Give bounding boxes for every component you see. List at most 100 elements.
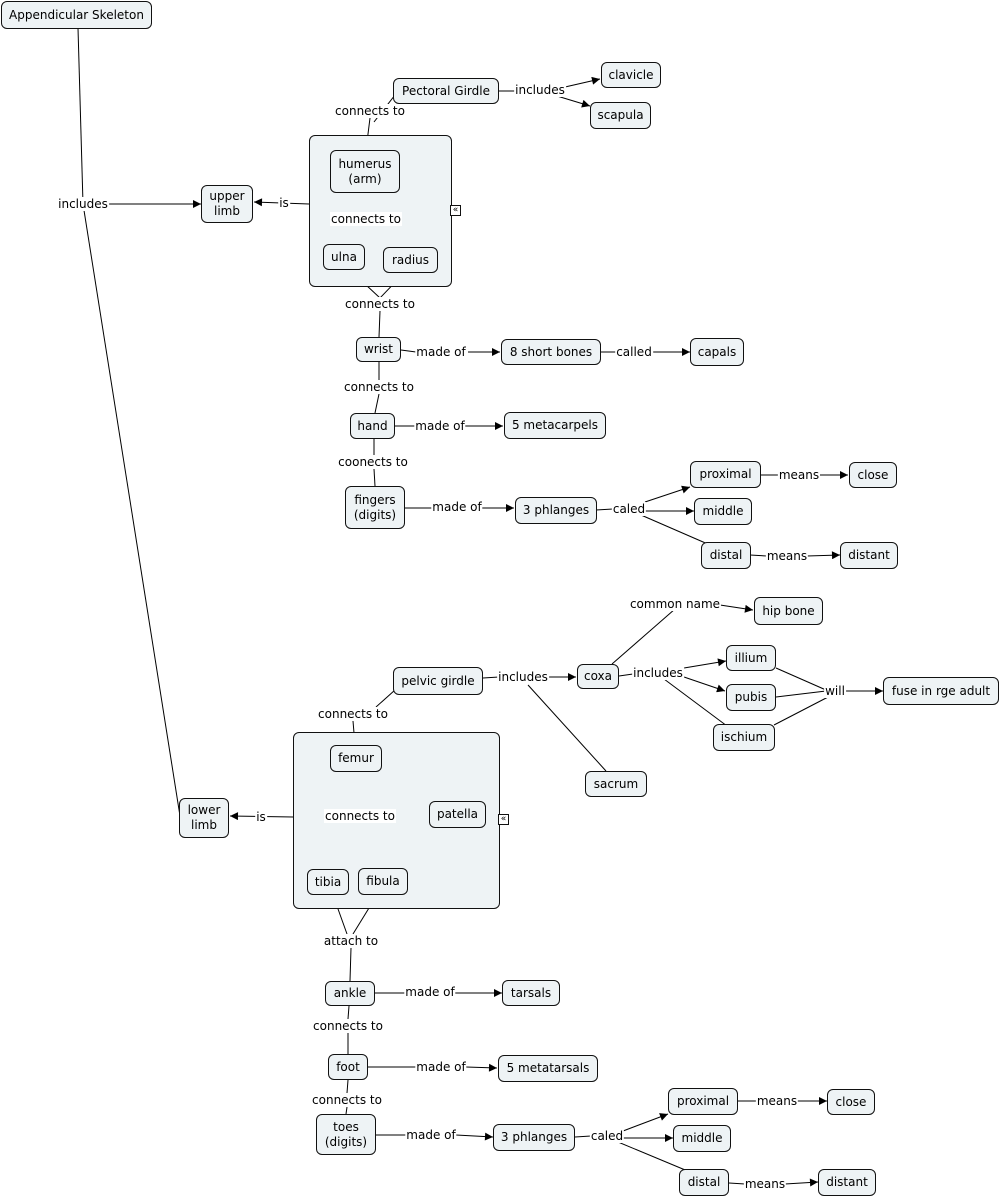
node-fibula[interactable]: fibula xyxy=(358,868,408,895)
link-made-of-ankle[interactable]: made of xyxy=(404,985,456,999)
node-hand[interactable]: hand xyxy=(350,413,395,439)
link-connects-pectoral[interactable]: connects to xyxy=(334,104,406,118)
line-includes-sacrum xyxy=(527,684,607,772)
collapse-icon[interactable]: « xyxy=(450,205,461,216)
line-coxa-commonname xyxy=(611,608,676,665)
link-made-of-wrist[interactable]: made of xyxy=(415,345,467,359)
link-caled-lower[interactable]: caled xyxy=(589,1129,625,1143)
link-is-lower[interactable]: is xyxy=(255,810,267,824)
link-connects-humerus[interactable]: connects to xyxy=(330,212,402,226)
node-distal-lower[interactable]: distal xyxy=(679,1169,729,1196)
node-sacrum[interactable]: sacrum xyxy=(585,771,647,797)
node-clavicle[interactable]: clavicle xyxy=(601,62,661,88)
node-radius[interactable]: radius xyxy=(383,247,438,273)
link-attach-to[interactable]: attach to xyxy=(322,934,380,948)
link-connects-ankle[interactable]: connects to xyxy=(312,1019,384,1033)
line-caled-distal xyxy=(640,514,711,546)
node-toes[interactable]: toes (digits) xyxy=(316,1114,376,1155)
node-femur[interactable]: femur xyxy=(330,745,382,772)
node-appendicular-skeleton[interactable]: Appendicular Skeleton xyxy=(1,1,152,29)
node-illium[interactable]: illium xyxy=(726,645,776,671)
collapse-icon[interactable]: « xyxy=(498,814,509,825)
node-tibia[interactable]: tibia xyxy=(307,869,349,895)
line-skeleton-includes xyxy=(77,27,84,205)
line-connects-wrist xyxy=(378,310,381,338)
node-3-phlanges-lower[interactable]: 3 phlanges xyxy=(493,1124,575,1151)
arrow-means-distant-lower xyxy=(784,1178,819,1187)
link-connects-hand[interactable]: connects to xyxy=(343,380,415,394)
node-hip-bone[interactable]: hip bone xyxy=(754,597,823,625)
line-pelvic-includes xyxy=(482,676,500,679)
node-humerus[interactable]: humerus (arm) xyxy=(330,150,400,193)
node-upper-limb[interactable]: upper limb xyxy=(201,185,253,223)
node-fuse-in-adult[interactable]: fuse in rge adult xyxy=(883,677,999,705)
link-connects-wrist[interactable]: connects to xyxy=(344,297,416,311)
link-includes-pelvic[interactable]: includes xyxy=(497,670,549,684)
node-tarsals[interactable]: tarsals xyxy=(502,980,560,1006)
node-coxa[interactable]: coxa xyxy=(577,664,619,689)
node-distant-lower[interactable]: distant xyxy=(818,1169,876,1196)
node-8-short-bones[interactable]: 8 short bones xyxy=(501,339,601,365)
node-5-metatarsals[interactable]: 5 metatarsals xyxy=(498,1055,598,1082)
arrow-madeof-phlanges-lower xyxy=(455,1132,494,1141)
link-means-proximal-upper[interactable]: means xyxy=(777,468,821,482)
line-distal-means xyxy=(749,554,768,557)
node-middle-lower[interactable]: middle xyxy=(673,1125,731,1152)
node-ischium[interactable]: ischium xyxy=(713,724,775,751)
node-pubis[interactable]: pubis xyxy=(726,684,776,711)
node-3-phlanges-upper[interactable]: 3 phlanges xyxy=(515,497,597,524)
line-connects-toes xyxy=(345,1106,348,1115)
link-connects-pelvic[interactable]: connects to xyxy=(317,707,389,721)
link-called-bones[interactable]: called xyxy=(615,345,653,359)
node-capals[interactable]: capals xyxy=(690,338,744,366)
node-scapula[interactable]: scapula xyxy=(590,102,651,129)
node-patella[interactable]: patella xyxy=(429,801,486,828)
link-made-of-fingers[interactable]: made of xyxy=(431,500,483,514)
line-includes-lower xyxy=(82,203,181,817)
line-coxa-includes xyxy=(618,673,634,677)
arrow-includes-pubis xyxy=(683,676,726,693)
link-is-upper[interactable]: is xyxy=(278,196,290,210)
node-distant-upper[interactable]: distant xyxy=(840,542,898,569)
link-includes-coxa[interactable]: includes xyxy=(632,666,684,680)
link-common-name[interactable]: common name xyxy=(628,597,722,611)
node-pelvic-girdle[interactable]: pelvic girdle xyxy=(393,667,483,695)
node-ulna[interactable]: ulna xyxy=(323,244,365,270)
node-proximal-upper[interactable]: proximal xyxy=(690,461,761,488)
arrow-commonname-hipbone xyxy=(719,604,754,613)
link-includes-skeleton[interactable]: includes xyxy=(57,197,109,211)
link-connects-femur[interactable]: connects to xyxy=(324,809,396,823)
line-distal-means-lower xyxy=(728,1182,746,1185)
link-made-of-toes[interactable]: made of xyxy=(405,1128,457,1142)
node-close-lower[interactable]: close xyxy=(827,1089,875,1115)
node-foot[interactable]: foot xyxy=(328,1054,368,1080)
line-attach-ankle xyxy=(349,947,352,982)
node-ankle[interactable]: ankle xyxy=(325,981,375,1006)
arrow-means-distant xyxy=(806,551,841,560)
link-made-of-foot[interactable]: made of xyxy=(415,1060,467,1074)
link-means-distal-upper[interactable]: means xyxy=(765,549,809,563)
node-wrist[interactable]: wrist xyxy=(356,337,401,362)
link-includes-pectoral[interactable]: includes xyxy=(514,83,566,97)
link-means-distal-lower[interactable]: means xyxy=(743,1177,787,1191)
link-connects-foot[interactable]: connects to xyxy=(311,1093,383,1107)
node-fingers[interactable]: fingers (digits) xyxy=(345,486,405,529)
link-caled-upper[interactable]: caled xyxy=(611,502,647,516)
line-caled-distal-lower xyxy=(617,1141,691,1173)
link-coonects-fingers[interactable]: coonects to xyxy=(337,455,409,469)
node-close-upper[interactable]: close xyxy=(849,462,897,488)
node-distal-upper[interactable]: distal xyxy=(701,542,751,569)
node-lower-limb[interactable]: lower limb xyxy=(179,798,229,838)
line-ankle-connects xyxy=(347,1005,350,1020)
node-middle-upper[interactable]: middle xyxy=(694,498,752,525)
line-phlanges-caled-lower xyxy=(574,1135,592,1138)
node-pectoral-girdle[interactable]: Pectoral Girdle xyxy=(393,78,499,104)
link-will[interactable]: will xyxy=(824,684,846,698)
node-5-metacarpels[interactable]: 5 metacarpels xyxy=(504,412,606,439)
link-made-of-hand[interactable]: made of xyxy=(414,419,466,433)
line-connects-hand xyxy=(374,393,380,414)
link-means-proximal-lower[interactable]: means xyxy=(755,1094,799,1108)
line-foot-connects xyxy=(346,1079,349,1094)
node-proximal-lower[interactable]: proximal xyxy=(668,1088,738,1115)
